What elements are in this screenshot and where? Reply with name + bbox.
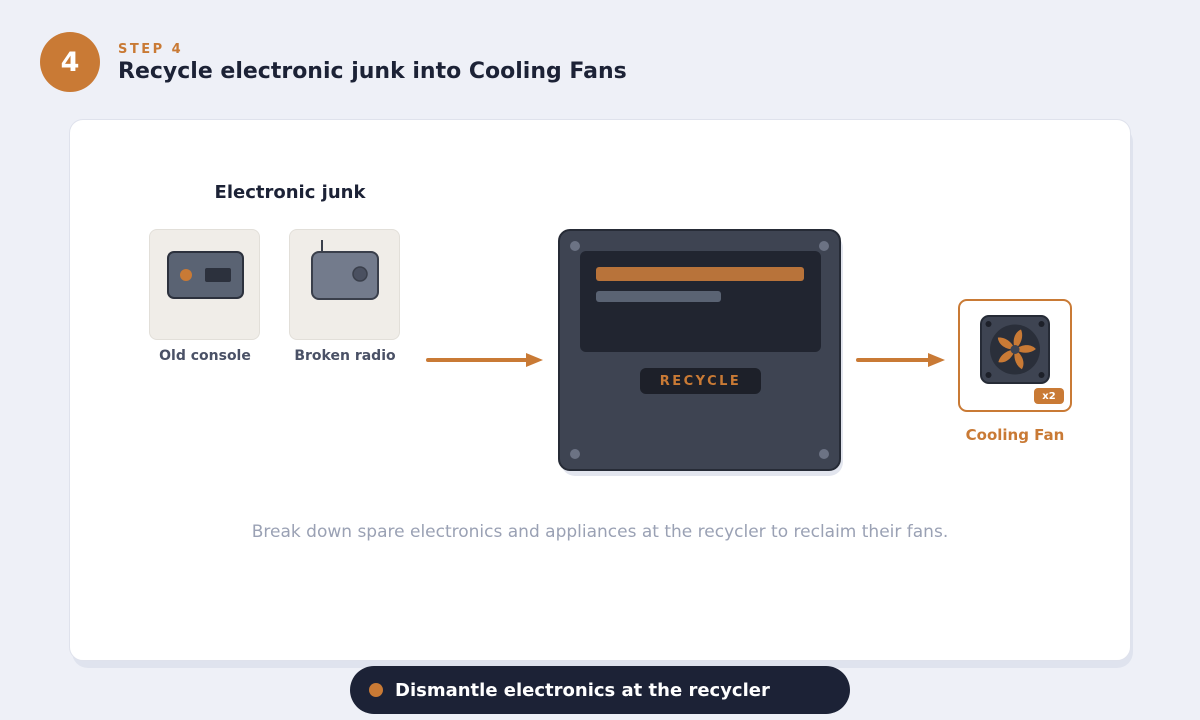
screen-progress-bar bbox=[596, 267, 804, 281]
screen-status-bar bbox=[596, 291, 721, 302]
screw-icon bbox=[819, 449, 829, 459]
screw-icon bbox=[570, 241, 580, 251]
description-text: Break down spare electronics and applian… bbox=[251, 522, 949, 542]
console-icon bbox=[167, 251, 244, 299]
step-number-badge: 4 bbox=[40, 32, 100, 92]
recycler-machine: RECYCLE bbox=[558, 229, 841, 471]
step-label: STEP 4 bbox=[118, 42, 184, 57]
footer-hint-pill: Dismantle electronics at the recycler bbox=[350, 666, 850, 714]
screw-icon bbox=[819, 241, 829, 251]
arrow-right-icon bbox=[426, 353, 543, 367]
radio-icon bbox=[311, 240, 379, 300]
input-group-title: Electronic junk bbox=[214, 182, 366, 203]
input-item-old-console[interactable] bbox=[149, 229, 260, 340]
footer-hint-text: Dismantle electronics at the recycler bbox=[395, 679, 770, 701]
output-item-label: Cooling Fan bbox=[965, 426, 1065, 444]
cooling-fan-icon bbox=[980, 315, 1050, 384]
screw-icon bbox=[570, 449, 580, 459]
recycle-button[interactable]: RECYCLE bbox=[640, 368, 761, 394]
step-number: 4 bbox=[60, 46, 80, 78]
machine-screen bbox=[580, 251, 821, 352]
input-item-broken-radio[interactable] bbox=[289, 229, 400, 340]
bullet-dot-icon bbox=[369, 683, 383, 697]
input-item-label: Old console bbox=[159, 348, 251, 364]
step-title: Recycle electronic junk into Cooling Fan… bbox=[118, 59, 627, 84]
arrow-right-icon bbox=[856, 353, 945, 367]
input-item-label: Broken radio bbox=[294, 348, 396, 364]
output-item-cooling-fan[interactable]: x2 bbox=[958, 299, 1072, 412]
quantity-badge: x2 bbox=[1034, 388, 1064, 404]
